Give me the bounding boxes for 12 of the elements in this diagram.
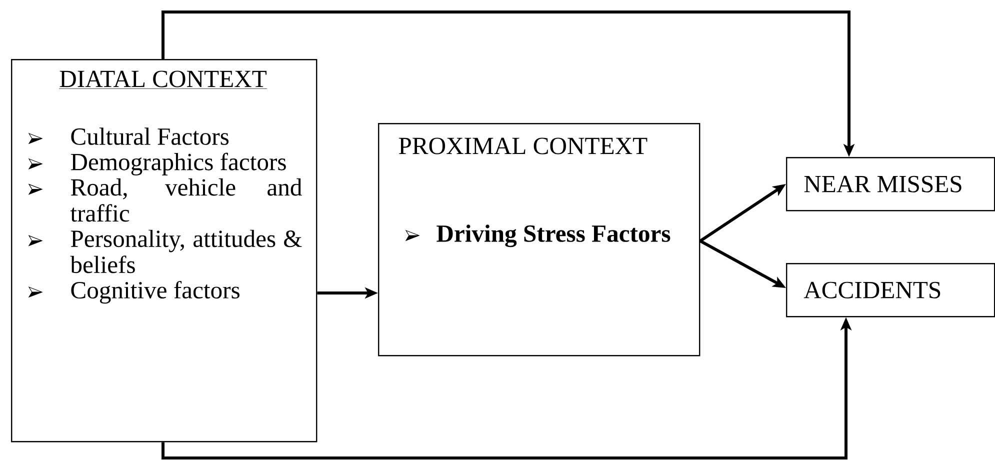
list-item: Personality, attitudes & beliefs <box>70 230 302 274</box>
list-item: Cultural Factors <box>71 128 229 145</box>
outcome-box: ACCIDENTS <box>786 262 995 318</box>
context-box <box>378 123 700 356</box>
list-item: Demographics factors <box>70 152 286 176</box>
list-item: Road, vehicle and traffic <box>70 178 302 222</box>
outcome-box: NEAR MISSES <box>786 157 995 212</box>
context-box <box>11 59 318 442</box>
heading: PROXIMAL CONTEXT <box>398 138 648 154</box>
list-item: Cognitive factors <box>71 280 240 304</box>
list-item: Driving Stress Factors <box>436 224 670 248</box>
heading: DIATAL CONTEXT <box>58 70 268 89</box>
